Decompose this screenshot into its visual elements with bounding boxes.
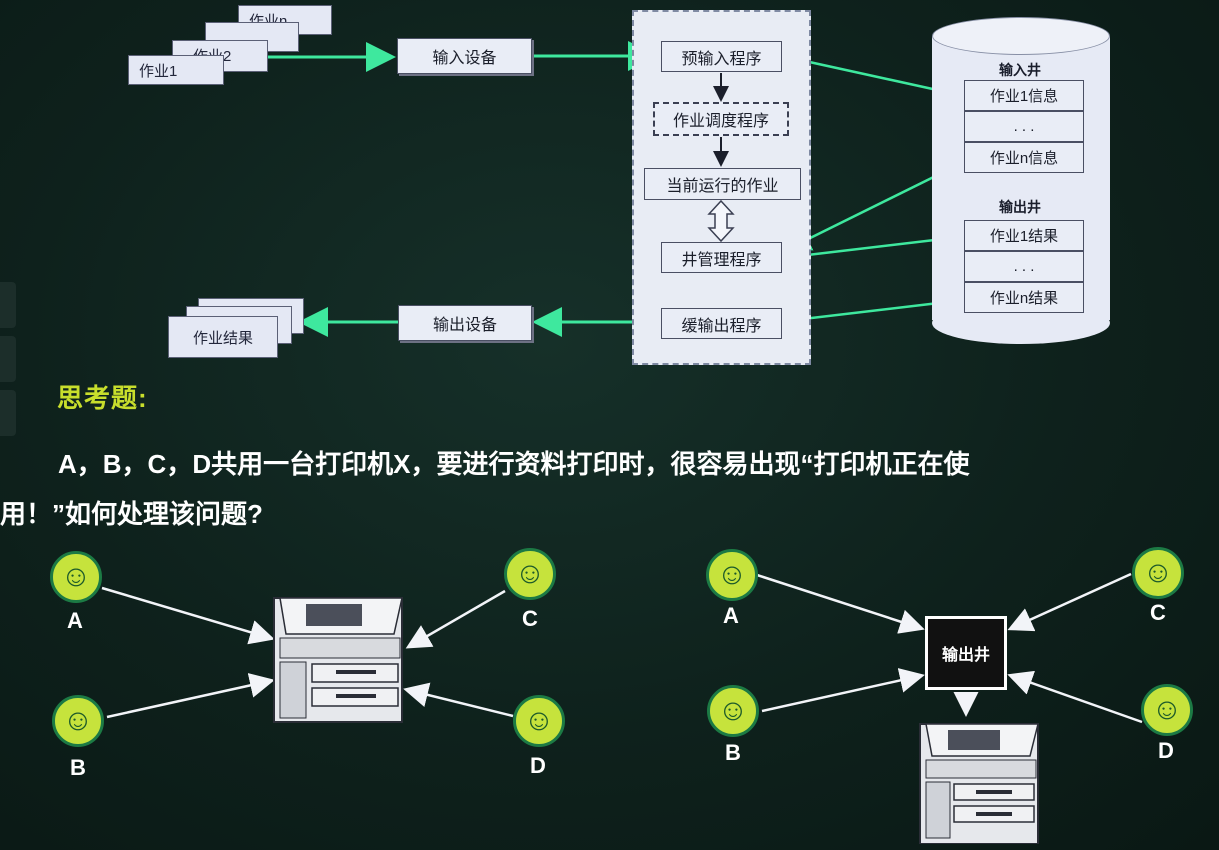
output-well-slot: 作业1结果 [964,220,1084,251]
pre-input-box: 预输入程序 [661,41,782,72]
running-job-box: 当前运行的作业 [644,168,801,200]
user-face-c: ☺ [1132,547,1184,599]
smiley-icon: ☺ [523,704,555,737]
smiley-icon: ☺ [62,704,94,737]
input-well-slot: . . . [964,111,1084,142]
arrow-preinput-to-well [781,54,965,103]
user-label-b: B [70,755,86,780]
user-label-a: A [723,603,739,628]
user-face-b: ☺ [707,685,759,737]
smiley-icon: ☺ [60,560,92,593]
user-face-d: ☺ [513,695,565,747]
printer-icon [919,723,1039,844]
user-face-a: ☺ [706,549,758,601]
user-label-c: C [1150,600,1166,625]
well-cylinder-top [932,17,1110,55]
side-tab[interactable] [0,336,16,382]
smiley-icon: ☺ [514,557,546,590]
question-title: 思考题: [57,383,148,413]
job-card-1: 作业1 [128,55,224,85]
input-well-slot: 作业n信息 [964,142,1084,173]
buffer-output-box: 缓输出程序 [661,308,782,339]
output-well-slot: . . . [964,251,1084,282]
question-line-2: 用！”如何处理该问题? [0,499,263,529]
well-manager-box: 井管理程序 [661,242,782,273]
scheduler-box: 作业调度程序 [653,102,789,136]
user-label-c: C [522,606,538,631]
smiley-icon: ☺ [717,694,749,727]
input-device-box: 输入设备 [397,38,532,74]
output-well-title: 输出井 [999,199,1041,215]
side-tab[interactable] [0,390,16,436]
user-label-b: B [725,740,741,765]
user-label-a: A [67,608,83,633]
arrow-manager-to-result [781,226,965,260]
user-label-d: D [530,753,546,778]
user-face-c: ☺ [504,548,556,600]
output-well-box: 输出井 [925,616,1007,690]
input-well-title: 输入井 [999,62,1041,78]
printer-icon [273,597,403,723]
user-face-a: ☺ [50,551,102,603]
smiley-icon: ☺ [1142,556,1174,589]
smiley-icon: ☺ [716,558,748,591]
user-label-d: D [1158,738,1174,763]
input-well-slot: 作业1信息 [964,80,1084,111]
smiley-icon: ☺ [1151,693,1183,726]
double-arrow-icon [707,199,735,243]
user-face-b: ☺ [52,695,104,747]
user-face-d: ☺ [1141,684,1193,736]
panel-arrows [707,73,735,243]
result-card-front: 作业结果 [168,316,278,358]
side-tab[interactable] [0,282,16,328]
question-line-1: A，B，C，D共用一台打印机X，要进行资料打印时，很容易出现“打印机正在使 [58,449,970,479]
output-device-box: 输出设备 [398,305,532,341]
output-well-slot: 作业n结果 [964,282,1084,313]
